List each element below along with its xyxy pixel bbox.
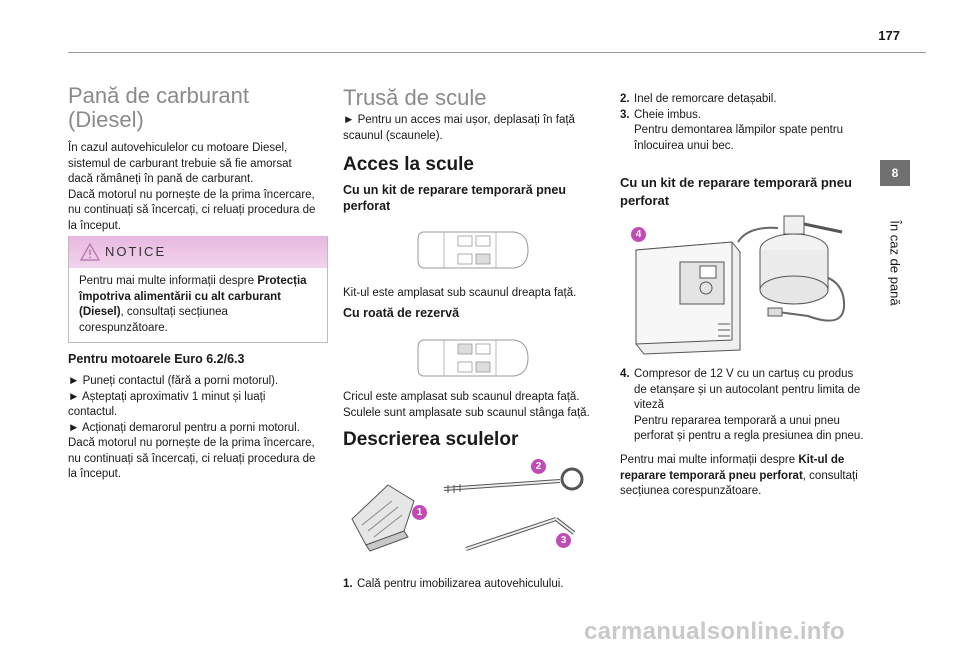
desc-heading: Descrierea sculelor <box>343 429 519 450</box>
callout-4: 4 <box>631 227 646 242</box>
kit-location-text: Kit-ul este amplasat sub scaunul dreapta… <box>343 287 577 299</box>
kit-heading: Cu un kit de reparare temporară pneu per… <box>343 183 566 213</box>
euro-steps: ► Puneți contactul (fără a porni motorul… <box>68 375 316 480</box>
callout-1: 1 <box>412 505 427 520</box>
tool-item-1: 1.Cală pentru imobilizarea autovehiculul… <box>343 578 564 590</box>
watermark: carmanualsonline.info <box>584 618 846 645</box>
kit-heading-2: Cu un kit de reparare temporară pneu per… <box>620 175 852 208</box>
section-title-fuel: Pană de carburant (Diesel) <box>68 83 250 132</box>
compressor-illustration <box>635 215 846 355</box>
tools-illustration <box>351 467 584 552</box>
notice-text: Pentru mai multe informații despre Prote… <box>79 275 307 334</box>
chapter-tab[interactable]: 8 <box>880 160 910 186</box>
section-title-tools: Trusă de scule <box>343 85 487 110</box>
fuel-intro: În cazul autovehiculelor cu motoare Dies… <box>68 142 316 232</box>
page-number: 177 <box>878 28 900 43</box>
tool-items-2-3: 2.Inel de remorcare detașabil. 3.Cheie i… <box>620 93 844 152</box>
chapter-label: În caz de pană <box>887 220 903 306</box>
callout-2: 2 <box>531 459 546 474</box>
tools-access-text: ► Pentru un acces mai ușor, deplasați în… <box>343 114 575 142</box>
car-topview-kit-diagram <box>417 231 529 269</box>
spare-heading: Cu roată de rezervă <box>343 306 460 320</box>
more-info-text: Pentru mai multe informații despre Kit-u… <box>620 454 858 497</box>
car-topview-spare-diagram <box>417 339 529 377</box>
notice-title: NOTICE <box>105 244 167 259</box>
notice-header <box>69 236 327 268</box>
header-rule <box>68 52 926 53</box>
euro-heading: Pentru motoarele Euro 6.2/6.3 <box>68 352 245 366</box>
tool-item-4: 4.Compresor de 12 V cu un cartuș cu prod… <box>620 368 864 442</box>
warning-icon <box>79 242 101 261</box>
acces-heading: Acces la scule <box>343 154 474 175</box>
notice-box: NOTICE Pentru mai multe informații despr… <box>68 236 328 343</box>
spare-location-text: Cricul este amplasat sub scaunul dreapta… <box>343 391 590 419</box>
callout-3: 3 <box>556 533 571 548</box>
